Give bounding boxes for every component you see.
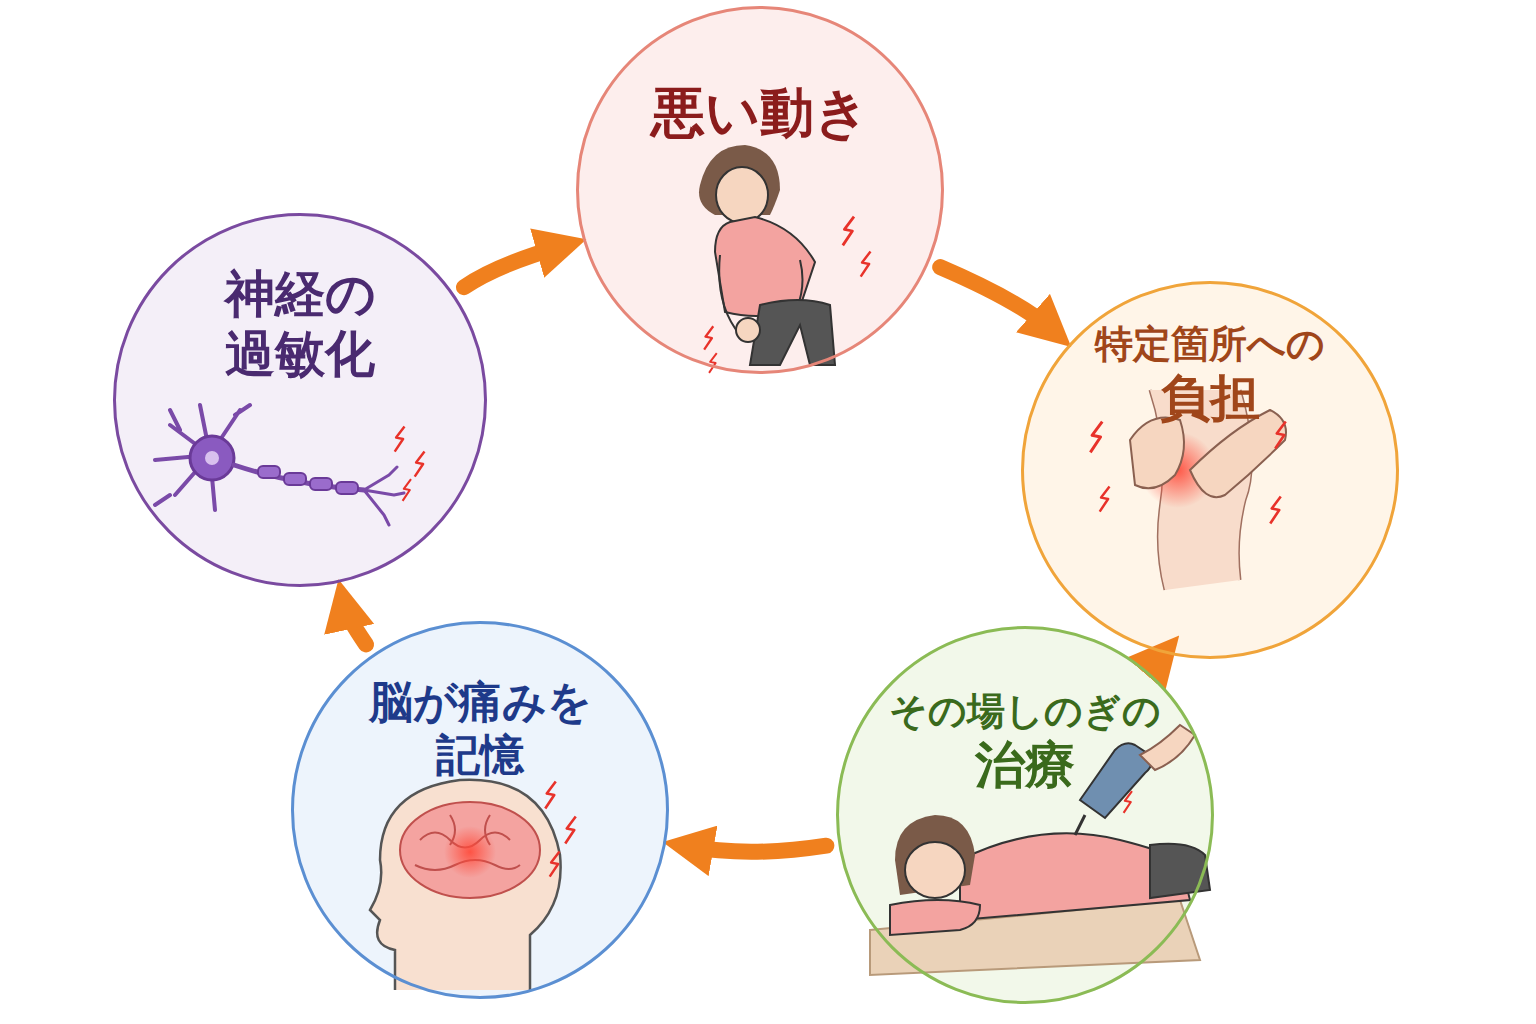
cycle-arrow bbox=[344, 604, 366, 644]
circle-ground bbox=[291, 621, 669, 999]
node-label: その場しのぎの bbox=[855, 689, 1195, 735]
cycle-arrow bbox=[1158, 655, 1162, 664]
cycle-circle: 神経の 過敏化 bbox=[113, 213, 487, 587]
circle-ground bbox=[836, 626, 1214, 1004]
node-label: 治療 bbox=[855, 735, 1195, 795]
cycle-circle: その場しのぎの治療 bbox=[836, 626, 1214, 1004]
neuron-sparks bbox=[395, 426, 425, 500]
circle-ground bbox=[576, 6, 944, 374]
node-label: 悪い動き bbox=[600, 81, 920, 146]
circle-ground bbox=[113, 213, 487, 587]
cycle-arrow bbox=[464, 246, 562, 287]
neuron bbox=[155, 405, 404, 525]
cycle-arrow bbox=[688, 846, 827, 852]
node-label: 特定箇所への bbox=[1040, 322, 1380, 368]
cycle-arrow bbox=[940, 267, 1052, 330]
circle-ground bbox=[1021, 281, 1399, 659]
cycle-circle: 脳が痛みを 記憶 bbox=[291, 621, 669, 999]
bending-woman bbox=[699, 145, 871, 373]
cycle-circle: 特定箇所への負担 bbox=[1021, 281, 1399, 659]
node-label: 負担 bbox=[1040, 368, 1380, 428]
node-label: 脳が痛みを 記憶 bbox=[350, 676, 610, 782]
cycle-circle: 悪い動き bbox=[576, 6, 944, 374]
node-label: 神経の 過敏化 bbox=[190, 264, 410, 384]
head-with-brain bbox=[370, 780, 576, 990]
